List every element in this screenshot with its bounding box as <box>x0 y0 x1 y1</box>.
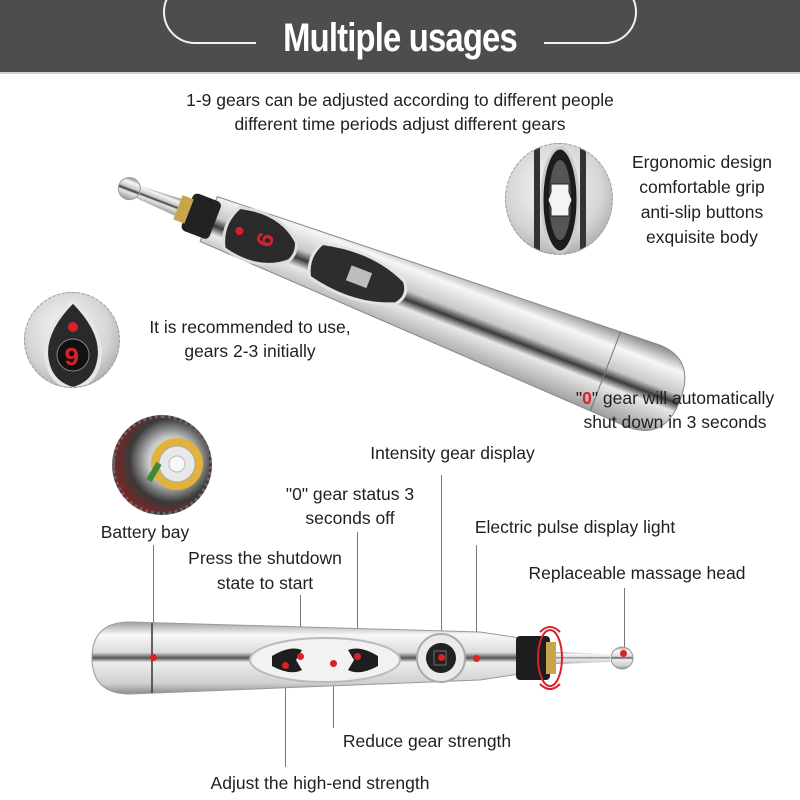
marker-press-shutdown <box>297 653 304 660</box>
ergonomic-line-1: Ergonomic design <box>631 152 773 172</box>
leader-reduce <box>333 662 334 728</box>
header-banner: Multiple usages <box>0 0 800 74</box>
marker-adjust-high <box>282 662 289 669</box>
intro-line-2: different time periods adjust different … <box>234 114 566 134</box>
display-detail-lens: 9 <box>24 292 120 388</box>
grip-detail-lens <box>505 143 613 255</box>
marker-intensity <box>438 654 445 661</box>
auto-off-line-1: "0" gear will automatically <box>575 388 775 408</box>
label-press-shutdown-2: state to start <box>216 573 314 593</box>
svg-text:9: 9 <box>64 343 80 373</box>
auto-off-line-2: shut down in 3 seconds <box>583 412 767 432</box>
leader-zero-gear <box>357 532 358 657</box>
leader-press-shutdown <box>300 595 301 655</box>
label-press-shutdown-1: Press the shutdown <box>188 548 342 568</box>
label-intensity-display: Intensity gear display <box>370 443 535 463</box>
marker-reduce <box>330 660 337 667</box>
label-battery-bay: Battery bay <box>100 522 190 542</box>
leader-battery <box>153 545 154 655</box>
label-adjust-high: Adjust the high-end strength <box>210 773 430 793</box>
intro-line-1: 1-9 gears can be adjusted according to d… <box>186 90 614 110</box>
ergonomic-line-2: comfortable grip <box>639 177 765 197</box>
label-zero-gear-1: "0" gear status 3 <box>285 484 415 504</box>
label-massage-head: Replaceable massage head <box>528 563 746 583</box>
leader-massage-head <box>624 588 625 653</box>
battery-detail-lens <box>112 415 212 515</box>
recommend-line-2: gears 2-3 initially <box>184 341 316 361</box>
ergonomic-line-4: exquisite body <box>646 227 758 247</box>
marker-battery <box>150 654 157 661</box>
label-zero-gear-2: seconds off <box>305 508 395 528</box>
page-title: Multiple usages <box>283 16 518 60</box>
ergonomic-line-3: anti-slip buttons <box>640 202 764 222</box>
leader-adjust-high <box>285 665 286 767</box>
marker-zero-gear <box>354 653 361 660</box>
marker-pulse-light <box>473 655 480 662</box>
label-pulse-light: Electric pulse display light <box>474 517 676 537</box>
label-reduce-strength: Reduce gear strength <box>342 731 512 751</box>
leader-pulse-light <box>476 545 477 657</box>
leader-intensity <box>441 475 442 655</box>
zero-highlight: 0 <box>582 388 592 408</box>
recommend-line-1: It is recommended to use, <box>149 317 351 337</box>
marker-massage-head <box>620 650 627 657</box>
